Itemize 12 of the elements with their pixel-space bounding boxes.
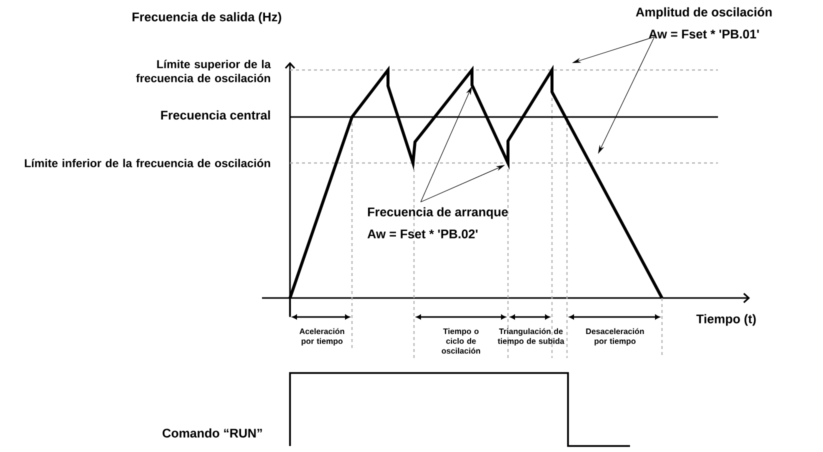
axis-label: Aceleración por tiempo — [300, 328, 344, 346]
axis-label: Tiempo (t) — [696, 314, 756, 326]
axis-label: Frecuencia central — [161, 110, 270, 120]
axis-label: Límite superior de la frecuencia de oscilación — [136, 60, 271, 82]
axis-label: Tiempo o ciclo de oscilación — [442, 328, 480, 354]
axis-label: Comando “RUN” — [162, 428, 262, 438]
annotation-text: Frecuencia de arranque Aw = Fset * 'PB.02' — [368, 207, 508, 238]
axis-label: Triangulación de tiempo de subida — [498, 328, 564, 346]
axis-label: Frecuencia de salida (Hz) — [132, 12, 282, 24]
axis-label: Desaceleración por tiempo — [586, 328, 644, 346]
annotation-text: Amplitud de oscilación Aw = Fset * 'PB.01' — [636, 7, 772, 38]
axis-label: Límite inferior de la frecuencia de oscilación — [24, 158, 270, 168]
